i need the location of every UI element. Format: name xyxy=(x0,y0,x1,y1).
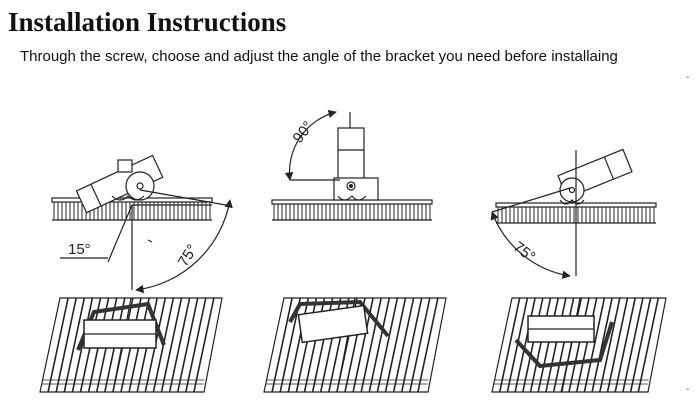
edge-mark-top: - xyxy=(686,72,690,83)
center-side-view xyxy=(271,109,433,221)
edge-mark-bottom: - xyxy=(686,384,690,395)
angle-label-75-right: 75° xyxy=(510,238,538,265)
angle-label-90: 90° xyxy=(290,118,317,146)
angle-label-15: 15° xyxy=(68,241,91,258)
perspective-view-left xyxy=(39,297,223,393)
perspective-view-center xyxy=(263,297,447,393)
perspective-view-right xyxy=(491,297,667,393)
angle-label-75-left: 75° xyxy=(175,242,201,270)
page-title: Installation Instructions xyxy=(8,7,287,37)
heatsink-fins-center xyxy=(272,204,432,221)
instruction-text: Through the screw, choose and adjust the… xyxy=(20,48,618,65)
right-side-view xyxy=(490,148,657,279)
left-side-view xyxy=(51,154,233,294)
